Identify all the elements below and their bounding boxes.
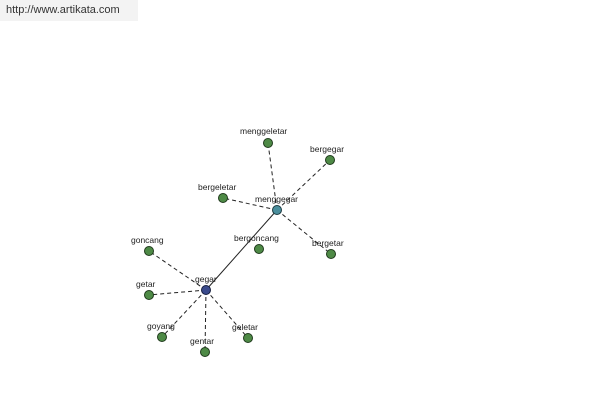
edge-menggegar-bergetar xyxy=(276,209,332,255)
edge-menggegar-menggeletar xyxy=(267,142,278,211)
edge-menggegar-bergegar xyxy=(276,159,331,211)
node-menggegar[interactable] xyxy=(272,205,282,215)
node-goyang[interactable] xyxy=(157,332,167,342)
node-label-bergoncang: bergoncang xyxy=(234,233,279,243)
node-label-goyang: goyang xyxy=(147,321,175,331)
edge-gegar-goncang xyxy=(148,250,207,291)
node-label-gentar: gentar xyxy=(190,336,214,346)
node-goncang[interactable] xyxy=(144,246,154,256)
edges-layer xyxy=(148,142,332,353)
node-bergegar[interactable] xyxy=(325,155,335,165)
edge-gegar-goyang xyxy=(161,289,207,338)
node-gentar[interactable] xyxy=(200,347,210,357)
node-geletar[interactable] xyxy=(243,333,253,343)
edge-menggegar-bergeletar xyxy=(222,197,278,211)
node-label-bergegar: bergegar xyxy=(310,144,344,154)
source-url[interactable]: http://www.artikata.com xyxy=(0,0,138,21)
node-bergetar[interactable] xyxy=(326,249,336,259)
node-bergoncang[interactable] xyxy=(254,244,264,254)
node-menggeletar[interactable] xyxy=(263,138,273,148)
node-label-bergeletar: bergeletar xyxy=(198,182,236,192)
node-gegar[interactable] xyxy=(201,285,211,295)
edge-gegar-gentar xyxy=(204,289,207,353)
node-label-menggeletar: menggeletar xyxy=(240,126,287,136)
edge-gegar-geletar xyxy=(205,289,249,339)
node-label-geletar: geletar xyxy=(232,322,258,332)
edge-gegar-getar xyxy=(148,289,207,296)
node-label-gegar: gegar xyxy=(195,274,217,284)
labels-layer: gegar menggegar menggeletar bergegar bergele… xyxy=(131,126,344,346)
nodes-layer xyxy=(144,138,336,357)
edge-gegar-menggegar xyxy=(205,209,278,291)
node-label-bergetar: bergetar xyxy=(312,238,344,248)
node-label-getar: getar xyxy=(136,279,156,289)
node-label-menggegar: menggegar xyxy=(255,194,298,204)
node-label-goncang: goncang xyxy=(131,235,164,245)
node-getar[interactable] xyxy=(144,290,154,300)
node-bergeletar[interactable] xyxy=(218,193,228,203)
